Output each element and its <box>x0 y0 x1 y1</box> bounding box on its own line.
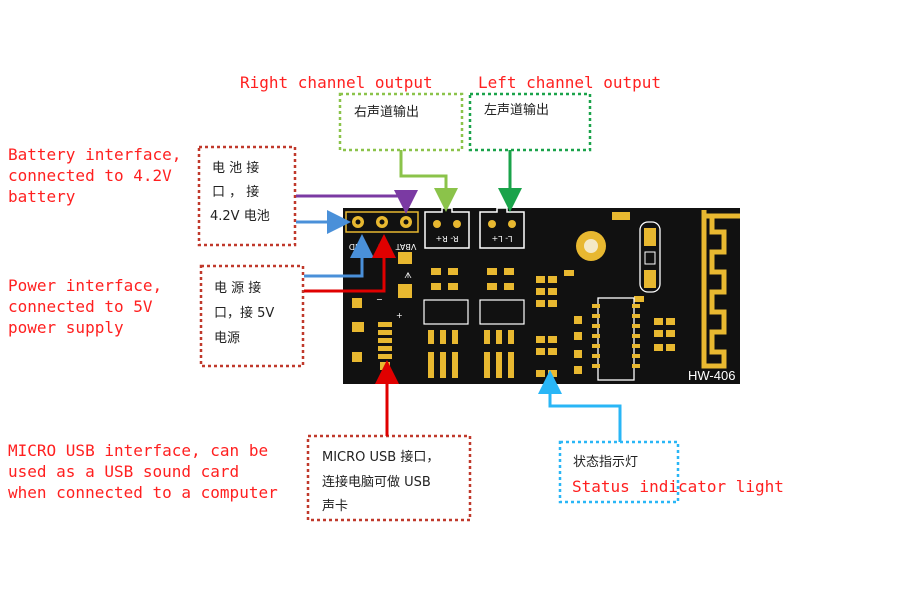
silk-mark-a: ᗑ <box>404 271 412 280</box>
left-channel-box <box>468 92 592 152</box>
minus-mark: − <box>376 295 383 304</box>
left-speaker-connector <box>479 207 525 249</box>
right-channel-box <box>338 92 464 152</box>
pcb-board: GND 5V VBAT R- R+ L- L+ ᗑ − + <box>343 207 740 384</box>
usb-label-en-line1: MICRO USB interface, can be <box>8 441 268 460</box>
right-channel-label-cn: 右声道输出 <box>354 104 419 120</box>
battery-label-cn-line2: 口 ， 接 <box>212 184 259 200</box>
battery-label-cn-line1: 电 池 接 <box>212 160 259 176</box>
power-label-en-line1: Power interface, <box>8 276 162 295</box>
board-model-label: HW-406 <box>688 368 735 383</box>
left-header-label: L- L+ <box>492 234 513 243</box>
crystal-oscillator <box>639 221 661 293</box>
pin-label-5v: 5V <box>376 242 387 251</box>
pin-label-vbat: VBAT <box>396 242 417 251</box>
usb-box <box>306 434 472 522</box>
bluetooth-chip <box>592 297 675 381</box>
power-label-cn-line2: 口，接 5V <box>214 305 274 321</box>
right-channel-arrow <box>399 150 458 212</box>
battery-label-cn-line3: 4.2V 电池 <box>210 209 270 224</box>
status-label-cn: 状态指示灯 <box>573 455 638 470</box>
status-label-en: Status indicator light <box>572 477 784 496</box>
power-label-cn-line1: 电 源 接 <box>214 280 261 296</box>
power-label-en-line2: connected to 5V <box>8 297 153 316</box>
power-label-cn-line3: 电源 <box>214 331 240 346</box>
right-header-label: R- R+ <box>436 234 459 243</box>
battery-box <box>197 145 297 247</box>
usb-label-cn-line2: 连接电脑可做 USB <box>322 474 431 490</box>
smd-pads-left <box>352 252 412 370</box>
battery-label-en-line1: Battery interface, <box>8 145 181 164</box>
usb-label-en-line2: used as a USB sound card <box>8 462 239 481</box>
pin-label-gnd: GND <box>349 242 367 251</box>
plus-mark: + <box>396 311 403 320</box>
amplifier-ic-left <box>479 268 525 378</box>
pcb-antenna <box>701 210 740 369</box>
power-gnd-arrow <box>304 234 374 278</box>
status-arrow <box>538 370 622 442</box>
left-channel-label-cn: 左声道输出 <box>484 102 549 118</box>
power-box <box>199 264 305 368</box>
battery-label-en-line2: connected to 4.2V <box>8 166 172 185</box>
amplifier-ic-right <box>423 268 469 378</box>
battery-label-en-line3: battery <box>8 187 76 206</box>
usb-label-cn-line3: 声卡 <box>322 499 348 514</box>
power-5v-arrow <box>304 234 396 293</box>
power-label-en-line3: power supply <box>8 318 124 337</box>
battery-arrow <box>296 190 418 214</box>
left-channel-label-en: Left channel output <box>478 73 661 92</box>
right-channel-label-en: Right channel output <box>240 73 433 92</box>
status-box <box>558 440 680 504</box>
usb-label-en-line3: when connected to a computer <box>8 483 278 502</box>
usb-label-cn-line1: MICRO USB 接口， <box>322 449 439 465</box>
